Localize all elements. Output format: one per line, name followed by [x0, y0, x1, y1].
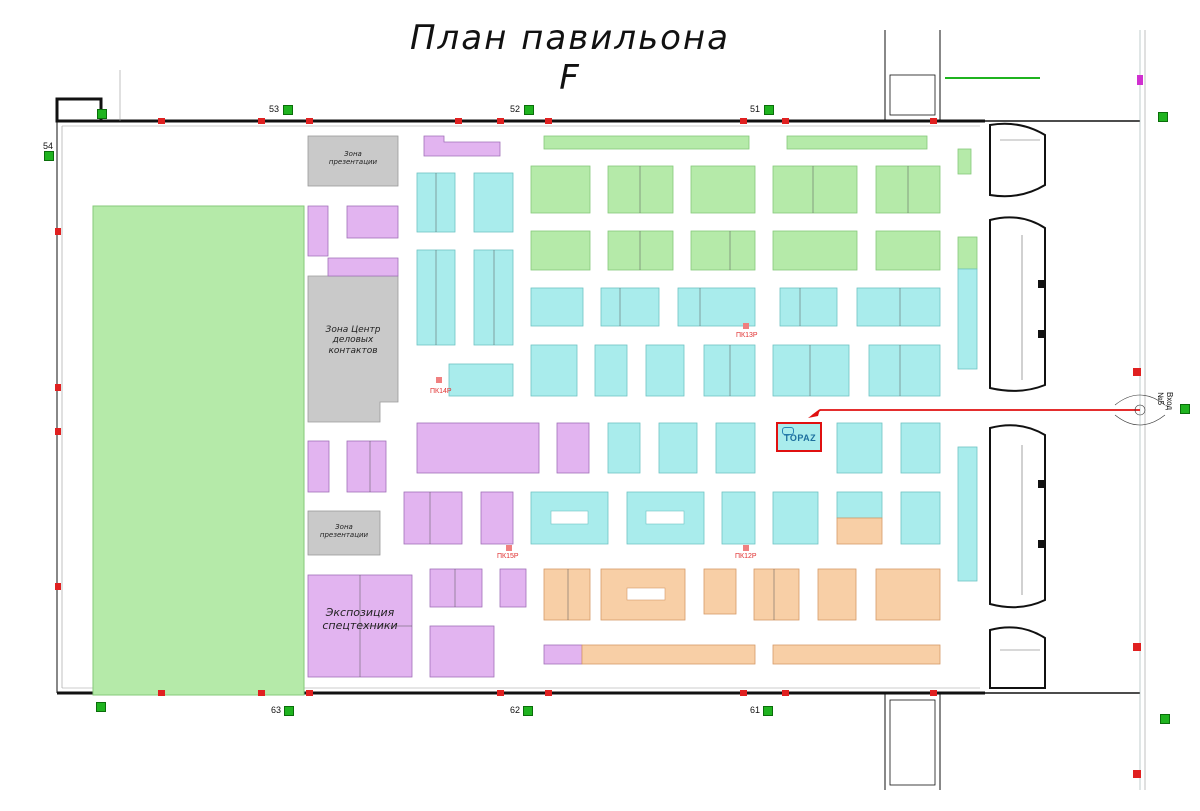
gate-label-top-1: 53 — [269, 104, 280, 114]
zone-machinery-line2: спецтехники — [322, 618, 398, 632]
zone-machinery-line1: Экспозиция — [325, 606, 395, 619]
exit-sign-icon — [1158, 112, 1168, 122]
gate-label-top-2: 52 — [510, 104, 521, 114]
zone-presentation-bottom-line1: Зона — [335, 523, 353, 531]
exit-sign-icon — [1160, 714, 1170, 724]
zone-presentation-bottom-line2: презентации — [319, 531, 369, 540]
zone-presentation-top-line2: презентации — [328, 158, 378, 167]
exit-sign-icon — [284, 706, 294, 716]
wall-markers — [55, 75, 1143, 778]
orange-stand-cutout — [626, 587, 666, 601]
gate-label-side: 54 — [43, 141, 54, 151]
zone-presentation-bottom: Зона презентации — [308, 523, 380, 539]
gate-label-bottom-3: 61 — [750, 705, 761, 715]
exit-sign-icon — [523, 706, 533, 716]
fire-hydrant-icon — [436, 323, 749, 551]
exit-sign-icon — [44, 151, 54, 161]
exit-sign-icon — [283, 105, 293, 115]
zone-business-center-line2: контактов — [328, 345, 378, 356]
highlight-arrow — [808, 409, 1140, 418]
gray-zones — [307, 135, 399, 556]
zone-business-center: Зона Центр деловых контактов — [308, 325, 398, 356]
zone-machinery: Экспозиция спецтехники — [308, 606, 412, 632]
gate-label-top-3: 51 — [750, 104, 761, 114]
open-air-green-area — [92, 205, 305, 696]
topaz-logo-icon — [782, 427, 794, 435]
exit-sign-icon — [97, 109, 107, 119]
plan-title: План павильона F — [409, 18, 730, 98]
gate-label-bottom-2: 62 — [510, 705, 521, 715]
green-stands — [530, 135, 978, 271]
exit-sign-icon — [763, 706, 773, 716]
exit-sign-icon — [764, 105, 774, 115]
cyan-stand-cutouts — [550, 510, 685, 525]
fire-point-label-1: ПК14Р — [430, 388, 452, 395]
exit-sign-icon — [524, 105, 534, 115]
fire-point-label-4: ПК12Р — [735, 553, 757, 560]
exit-sign-icon — [96, 702, 106, 712]
entrance-doors — [1114, 394, 1166, 426]
service-details — [1000, 139, 1040, 651]
cyan-stands — [416, 172, 978, 582]
gate-label-bottom-1: 63 — [271, 705, 282, 715]
service-room-dots — [1038, 280, 1046, 548]
fire-point-label-2: ПК13Р — [736, 332, 758, 339]
entrance-label: Вход №5 — [1156, 392, 1174, 411]
exhibitor-stand-topaz[interactable]: TOPAZ — [776, 422, 822, 452]
service-blocks — [989, 122, 1046, 689]
zone-presentation-top: Зона презентации — [308, 150, 398, 166]
orange-stands — [543, 517, 941, 665]
fire-point-label-3: ПК15Р — [497, 553, 519, 560]
exit-sign-icon — [1180, 404, 1190, 414]
exhibitor-logo-text: TOPAZ — [784, 433, 817, 443]
zone-presentation-top-line1: Зона — [344, 150, 362, 158]
zone-business-center-line1: Зона Центр деловых — [325, 325, 381, 346]
stand-dividers — [359, 166, 909, 677]
